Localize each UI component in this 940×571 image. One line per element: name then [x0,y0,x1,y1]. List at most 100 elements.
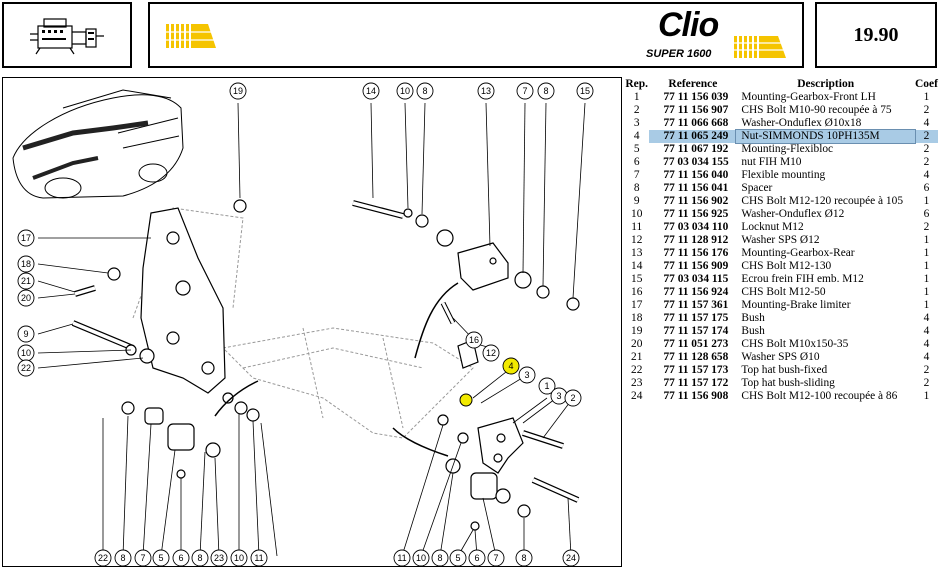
cell-ref: 77 11 157 173 [663,364,729,376]
callout-label: 19 [233,86,243,96]
callout-middle: 16 [465,331,483,349]
callout-label: 18 [21,259,31,269]
brake-limiter-mount [140,207,226,394]
cell-ref: 77 11 128 912 [663,234,729,246]
table-row[interactable]: 2 77 11 156 907 CHS Bolt M10-90 recoupée à… [624,104,938,117]
callout-bottom-left: 8 [191,549,209,567]
callout-top: 10 [396,82,414,100]
cell-desc: nut FIH M10 [741,156,802,168]
cell-rep: 23 [631,377,643,389]
callout-label: 11 [254,553,263,563]
cell-ref: 77 11 156 907 [663,104,729,116]
cell-coef: 4 [923,169,930,181]
cell-coef: 2 [923,221,930,233]
callout-left: 20 [17,289,35,307]
header-coef: Coef [914,77,938,90]
cell-desc: Mounting-Gearbox-Front LH [741,91,876,103]
gearbox-front-mount [477,417,524,474]
callout-label: 17 [21,233,31,243]
cell-rep: 13 [631,247,643,259]
leader-lines [37,102,586,557]
cell-coef: 4 [923,338,930,350]
cell-ref: 77 11 156 902 [663,195,729,207]
header-title-box: Clio SUPER 1600 [148,2,804,68]
cell-coef: 2 [923,104,930,116]
callout-bottom-left: 11 [250,549,268,567]
callout-bottom-left: 22 [94,549,112,567]
cell-coef: 1 [923,234,930,246]
cell-ref: 77 11 156 176 [663,247,729,259]
cell-desc: Washer-Onduflex Ø10x18 [741,117,862,129]
callout-bottom-right: 8 [431,549,449,567]
cell-ref: 77 03 034 115 [663,273,729,285]
cell-coef: 4 [923,117,930,129]
cell-ref: 77 11 156 909 [663,260,729,272]
cell-rep: 21 [631,351,643,363]
callout-label: 24 [566,553,576,563]
table-header-row: Rep. Reference Description Coef [624,77,938,91]
gearbox-rear-mount [457,242,509,369]
callout-bottom-left: 23 [210,549,228,567]
cell-ref: 77 11 051 273 [663,338,729,350]
callout-middle: 3 [518,366,536,384]
cell-coef: 4 [923,312,930,324]
cell-ref: 77 11 156 041 [663,182,729,194]
callout-label: 4 [508,361,513,371]
cell-desc: CHS Bolt M12-50 [741,286,826,298]
callout-circle [564,389,582,407]
callout-left: 9 [17,325,35,343]
callout-label: 10 [416,553,426,563]
callout-label: 5 [158,553,163,563]
callout-bottom-right: 24 [562,549,580,567]
cell-desc: CHS Bolt M12-130 [741,260,832,272]
cell-coef: 1 [923,299,930,311]
cell-desc: CHS Bolt M10x150-35 [741,338,849,350]
callout-bottom-left: 7 [134,549,152,567]
cell-desc: Bush [741,312,765,324]
callout-label: 7 [522,86,527,96]
callout-label: 16 [469,335,479,345]
callout-top: 8 [537,82,555,100]
callout-top: 15 [576,82,594,100]
diagram-drawing: 1914108137815171821209102216124313222875… [12,82,594,567]
callout-circle [416,82,434,100]
cell-ref: 77 11 157 361 [663,299,729,311]
callout-label: 21 [21,276,31,286]
header-car-icon-box [2,2,132,68]
callout-bottom-right: 5 [449,549,467,567]
callout-label: 1 [544,381,549,391]
cell-rep: 24 [631,390,643,402]
callout-middle: 4 [502,357,520,375]
stripes-logo-right [734,36,786,58]
cell-ref: 77 03 034 110 [663,221,729,233]
cell-coef: 4 [923,351,930,363]
cell-desc: Mounting-Brake limiter [741,299,851,311]
cell-desc: CHS Bolt M10-90 recoupée à 75 [741,104,892,116]
page-number-box: 19.90 [815,2,937,68]
model-name: Clio [658,6,719,44]
